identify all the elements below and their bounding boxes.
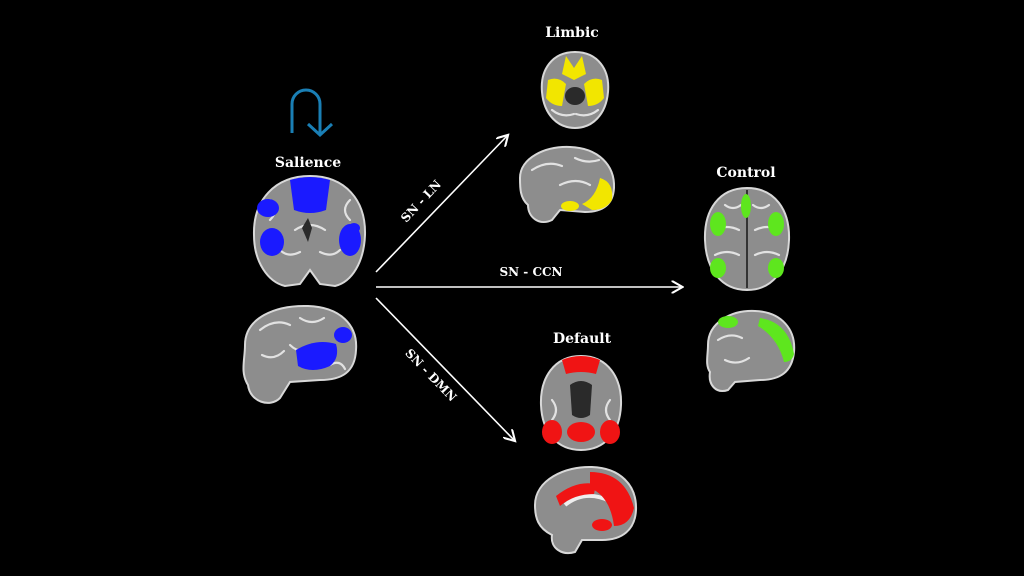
salience-sagittal-brain — [242, 304, 358, 404]
default-axial-brain — [539, 354, 623, 452]
control-axial-brain — [703, 186, 791, 292]
salience-coronal-brain — [252, 174, 367, 288]
edge-label-sn-ccn: SN - CCN — [499, 265, 562, 279]
limbic-axial-brain — [540, 50, 610, 130]
default-label: Default — [553, 331, 612, 347]
default-sagittal-brain — [533, 465, 638, 554]
control-sagittal-brain — [706, 309, 796, 392]
control-label: Control — [716, 165, 775, 181]
edge-arrow-sn-dmn — [375, 297, 514, 440]
limbic-label: Limbic — [545, 25, 599, 41]
salience-label: Salience — [275, 155, 341, 171]
edge-arrow-sn-ln — [375, 136, 507, 273]
edge-label-sn-ln: SN - LN — [398, 177, 444, 225]
u-turn-arrow-icon — [290, 88, 334, 138]
limbic-sagittal-brain — [518, 145, 616, 224]
